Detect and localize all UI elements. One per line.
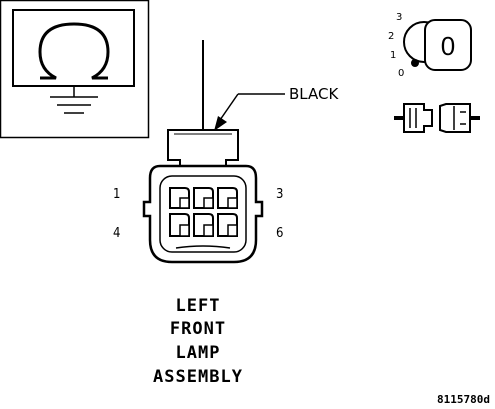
component-title: LEFT FRONT LAMP ASSEMBLY xyxy=(153,296,243,387)
figure-id: 8115780d xyxy=(437,393,490,406)
terminal-cavity-2 xyxy=(193,187,214,209)
terminal-cavity-1 xyxy=(169,187,190,209)
title-line-4: ASSEMBLY xyxy=(153,367,243,387)
key-mark: 0 xyxy=(441,31,455,61)
terminal-cavity-3 xyxy=(217,187,238,209)
pin-label-6: 6 xyxy=(276,226,283,241)
ignition-position-0: 0 xyxy=(398,68,404,79)
ignition-position-1: 1 xyxy=(390,50,396,61)
ohmmeter-icon xyxy=(0,0,150,139)
pin-label-1: 1 xyxy=(113,187,120,202)
black-wire-leader xyxy=(214,93,285,131)
key-head-icon xyxy=(424,19,472,71)
omega-symbol xyxy=(38,22,110,80)
connector xyxy=(142,129,264,264)
pin-label-4: 4 xyxy=(113,226,120,241)
pin-label-3: 3 xyxy=(276,187,283,202)
title-line-2: FRONT xyxy=(170,319,226,339)
ground-icon xyxy=(50,86,98,114)
title-line-1: LEFT xyxy=(176,296,221,316)
terminal-cavity-6 xyxy=(217,213,238,237)
title-line-3: LAMP xyxy=(176,343,221,363)
wire-color-label: BLACK xyxy=(289,85,339,103)
ignition-position-2: 2 xyxy=(388,31,394,42)
connector-disconnected-icon xyxy=(394,103,480,133)
ignition-position-3: 3 xyxy=(396,12,402,23)
terminal-cavity-4 xyxy=(169,213,190,237)
connector-lock-tab xyxy=(167,129,239,167)
terminal-cavity-5 xyxy=(193,213,214,237)
ignition-key-icon: 3 2 1 0 0 xyxy=(388,12,472,79)
